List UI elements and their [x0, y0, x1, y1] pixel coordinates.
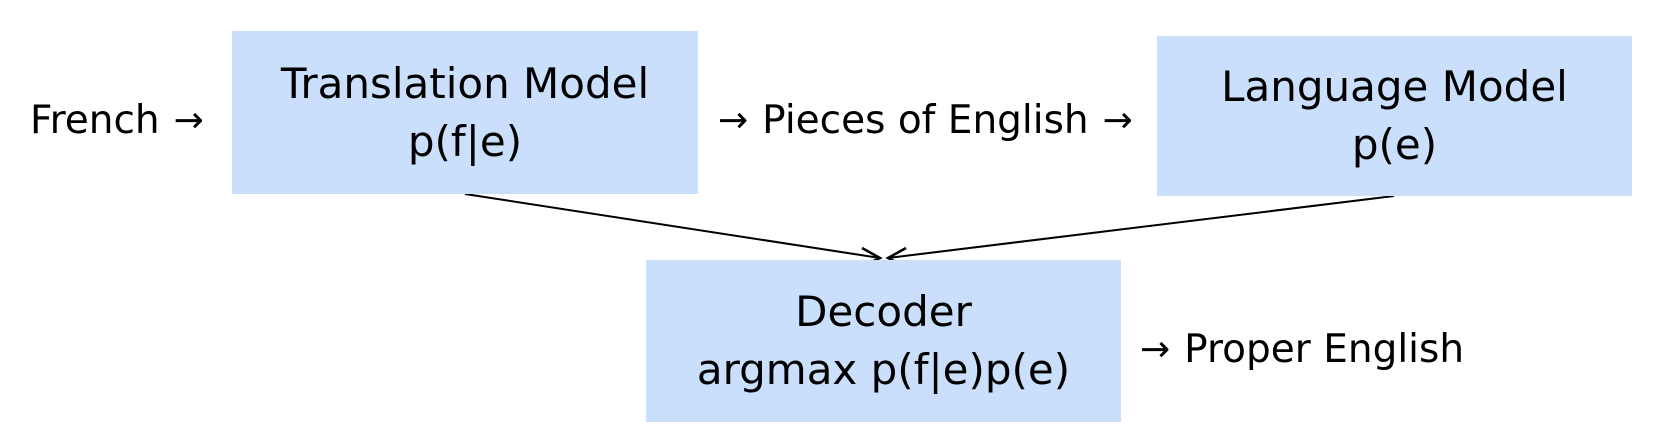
language-model-box: Language Model p(e)	[1157, 36, 1632, 196]
decoder-formula: argmax p(f|e)p(e)	[696, 345, 1071, 394]
language-model-formula: p(e)	[1351, 120, 1438, 169]
connector-language-to-decoder	[887, 195, 1395, 259]
connector-translation-to-decoder	[464, 193, 881, 259]
output-label-proper: → Proper English	[1140, 325, 1464, 375]
pieces-text: Pieces of English	[762, 98, 1089, 143]
translation-model-box: Translation Model p(f|e)	[232, 31, 698, 194]
french-text: French	[30, 98, 160, 143]
translation-model-title: Translation Model	[280, 58, 650, 108]
right-arrow-icon: →	[718, 100, 749, 141]
decoder-box: Decoder argmax p(f|e)p(e)	[646, 260, 1121, 422]
decoder-title: Decoder	[795, 287, 972, 336]
intermediate-label-pieces: → Pieces of English →	[718, 96, 1133, 146]
input-label-french: French →	[30, 96, 204, 146]
right-arrow-icon: →	[173, 100, 204, 141]
language-model-title: Language Model	[1221, 62, 1568, 111]
translation-model-formula: p(f|e)	[407, 116, 523, 166]
right-arrow-icon: →	[1140, 329, 1171, 370]
proper-text: Proper English	[1184, 327, 1465, 372]
right-arrow-icon: →	[1102, 100, 1133, 141]
